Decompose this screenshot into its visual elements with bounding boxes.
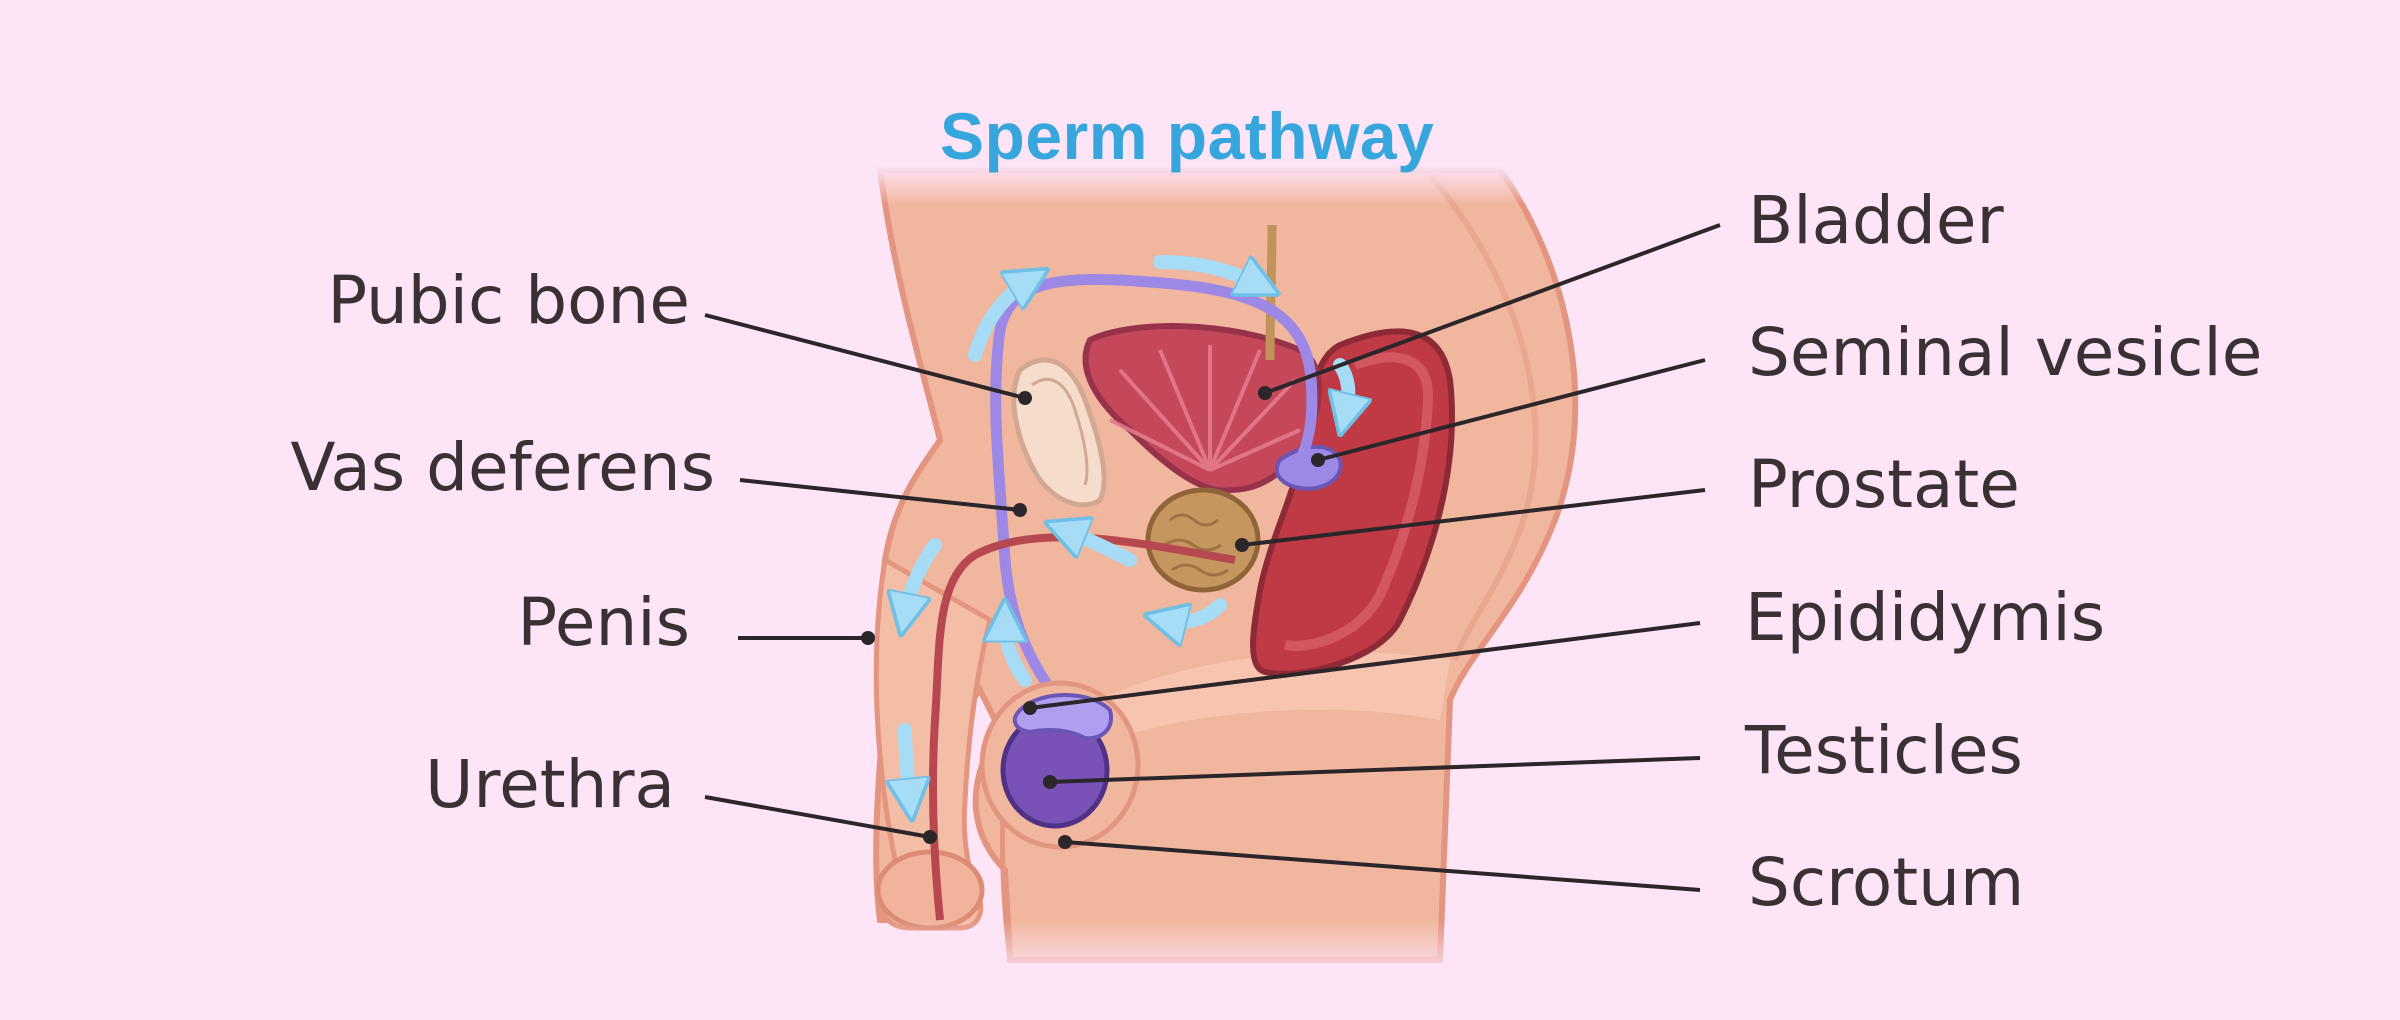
label-penis: Penis bbox=[517, 584, 690, 661]
label-bladder: Bladder bbox=[1748, 182, 2004, 259]
urethra-path bbox=[928, 533, 1236, 921]
label-urethra: Urethra bbox=[425, 746, 675, 823]
label-testicles: Testicles bbox=[1745, 712, 2023, 789]
label-epididymis: Epididymis bbox=[1745, 579, 2106, 656]
leader-dots bbox=[861, 386, 1325, 849]
rectum-inner bbox=[1284, 352, 1434, 651]
buttock-shading bbox=[1427, 173, 1539, 662]
bottom-fade bbox=[840, 920, 1540, 980]
label-scrotum: Scrotum bbox=[1748, 844, 2025, 921]
bladder-folds bbox=[1109, 345, 1301, 472]
leader-testicles bbox=[1049, 756, 1701, 784]
leader-prostate bbox=[1241, 488, 1706, 547]
leader-seminal-vesicle bbox=[1317, 358, 1706, 462]
label-prostate: Prostate bbox=[1748, 446, 2020, 523]
thigh-shading bbox=[1100, 652, 1450, 740]
leader-vas-deferens bbox=[739, 478, 1021, 512]
diagram-title: Sperm pathway bbox=[940, 99, 1435, 173]
prostate-texture bbox=[1164, 513, 1229, 577]
top-fade bbox=[840, 165, 1540, 205]
glans bbox=[875, 849, 985, 931]
ureter bbox=[1265, 224, 1277, 361]
label-pubic-bone: Pubic bone bbox=[327, 262, 690, 339]
sperm-flow-arrows bbox=[905, 262, 1348, 800]
label-seminal-vesicle: Seminal vesicle bbox=[1748, 314, 2263, 391]
pubic-bone-inner bbox=[1031, 377, 1089, 486]
leader-pubic-bone bbox=[704, 313, 1026, 400]
leader-scrotum bbox=[1064, 840, 1701, 892]
label-vas-deferens: Vas deferens bbox=[290, 429, 715, 506]
leader-bladder bbox=[1264, 223, 1721, 395]
leader-lines bbox=[704, 223, 1721, 892]
pubic-bone bbox=[1011, 357, 1107, 508]
leader-urethra bbox=[704, 795, 931, 839]
leader-epididymis bbox=[1029, 621, 1701, 710]
